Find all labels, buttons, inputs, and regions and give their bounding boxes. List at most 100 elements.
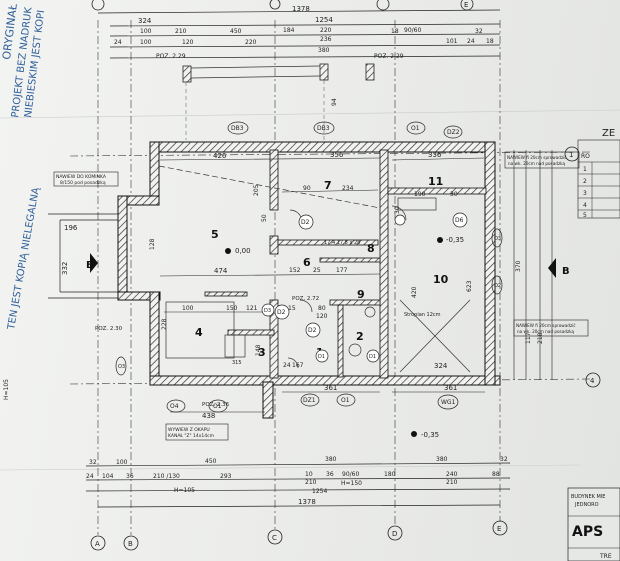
axis-label-e: E xyxy=(497,525,501,533)
window-label-o1-b: O1 xyxy=(213,403,222,410)
dim-370: 370 xyxy=(515,260,522,272)
stamp-line-5: H=105 xyxy=(3,379,10,400)
dim-bottom-9060: 90/60 xyxy=(342,471,359,478)
callout-poz-272: POZ. 2.72 xyxy=(292,296,319,302)
dim-left-332: 332 xyxy=(61,262,69,275)
title-block-ro: RO xyxy=(581,153,590,160)
left-bay xyxy=(48,213,118,299)
dim-bottom-380-a: 380 xyxy=(325,456,337,463)
window-label-db3-left: DB3 xyxy=(231,125,244,132)
title-block-jednor: JEDNORO xyxy=(574,502,599,508)
axis-label-d: D xyxy=(392,530,397,538)
window-label-o3-left: O3 xyxy=(118,364,125,370)
dim-bottom-100: 100 xyxy=(116,459,128,466)
dim-top-236: 236 xyxy=(320,36,332,43)
section-mark-right: B xyxy=(562,266,570,277)
dim-50: 50 xyxy=(261,214,268,222)
dim-234: 234 xyxy=(342,185,354,192)
dim-148: 148 xyxy=(255,344,262,356)
dim-top-101: 101 xyxy=(446,38,458,45)
window-label-wg1: WG1 xyxy=(441,399,456,406)
dim-150: 100 xyxy=(182,305,194,312)
dim-bottom-210: 210 xyxy=(305,479,317,486)
room-number-3: 3 xyxy=(258,346,266,359)
window-label-o4: O4 xyxy=(170,403,179,410)
dim-bottom-293: 293 xyxy=(220,473,232,480)
dim-top-220: 220 xyxy=(320,27,332,34)
dim-100: 120 xyxy=(316,313,328,320)
dim-bottom-1378: 1378 xyxy=(298,498,316,506)
dim-438: 438 xyxy=(202,412,215,420)
window-label-o1-c: O1 xyxy=(341,397,350,404)
dim-128: 128 xyxy=(149,238,156,250)
title-block-row-3: 3 xyxy=(583,190,587,197)
room-number-8: 8 xyxy=(367,242,375,255)
dim-top-380: 380 xyxy=(318,47,330,54)
room-number-10: 10 xyxy=(433,273,449,286)
top-openings xyxy=(227,121,463,139)
room-number-5: 5 xyxy=(211,228,219,241)
axis-label-4: 4 xyxy=(590,377,595,385)
title-block-aps: APS xyxy=(572,524,603,540)
title-block-row-5: 5 xyxy=(583,212,587,219)
room-number-6: 6 xyxy=(303,256,311,269)
dim-top-184: 184 xyxy=(283,27,295,34)
callout-stropian: Stropian 12cm xyxy=(404,312,441,318)
dim-bottom-210b: 210 xyxy=(446,479,458,486)
dim-90: 90 xyxy=(303,185,311,192)
dim-361-b: 361 xyxy=(444,384,457,392)
dim-121: 150 xyxy=(226,305,238,312)
dim-top-100: 100 xyxy=(140,28,152,35)
callout-nawiew-top-line2: na wk. 20cm nad posadzką xyxy=(508,161,566,166)
callout-poz-236: POZ. 2.36 xyxy=(202,402,230,408)
dim-228: 228 xyxy=(161,318,168,330)
callout-poz-229-right: POZ. 2.29 xyxy=(374,53,404,60)
axis-label-1: 1 xyxy=(569,151,573,159)
terrace-columns xyxy=(182,63,375,140)
dim-426: 426 xyxy=(213,152,227,160)
dim-bottom-240: 240 xyxy=(446,471,458,478)
dim-420: 420 xyxy=(411,286,418,298)
title-block-row-4: 4 xyxy=(583,202,587,209)
section-mark-left: B xyxy=(86,260,94,271)
title-block-row-2: 2 xyxy=(583,178,587,185)
callout-boxes xyxy=(53,151,589,441)
dim-315: 315 xyxy=(232,360,242,366)
dim-top-18b: 18 xyxy=(486,38,494,45)
dim-top-9060: 90/60 xyxy=(404,27,421,34)
callout-sparen: 17.4 17.8 x 28 xyxy=(324,240,360,246)
dim-bottom-24: 24 xyxy=(86,473,94,480)
dim-218: 218 xyxy=(537,332,544,344)
stamp-line-3: ORYGINAŁ xyxy=(0,2,20,60)
dim-bottom-36: 36 xyxy=(126,473,134,480)
dim-bottom-210130: 210 /130 xyxy=(153,473,180,480)
axis-label-a: A xyxy=(95,540,100,548)
callout-nawiew-top-line1: NAWIEW fi 20cm sprowadzić xyxy=(507,155,567,160)
interior-walls xyxy=(204,149,487,379)
axis-bubbles-top xyxy=(91,0,474,11)
level-minus-035-a: -0,35 xyxy=(446,236,464,244)
dim-324: 324 xyxy=(434,362,448,370)
dim-80: 15 xyxy=(288,305,296,312)
room-number-7: 7 xyxy=(324,179,332,192)
dim-bottom-104: 104 xyxy=(102,473,114,480)
window-label-o2-right: O2 xyxy=(494,283,501,289)
callout-wywiew-line1: WYWIEW Z OKAPU xyxy=(168,427,210,433)
door-label-d1-a: D1 xyxy=(318,354,325,360)
bottom-dimension-lines xyxy=(85,462,511,508)
dim-bottom-36b: 36 xyxy=(326,471,334,478)
dim-25: 25 xyxy=(313,267,321,274)
dim-bottom-h150: H=150 xyxy=(341,480,362,487)
door-label-d2-c: D2 xyxy=(308,327,317,334)
dim-top-450: 450 xyxy=(230,28,242,35)
title-block-budynek: BUDYNEK MIE xyxy=(571,494,605,500)
dim-152: 152 xyxy=(289,267,301,274)
dim-30: 30 xyxy=(450,191,458,198)
axis-bubbles-bottom xyxy=(90,520,508,551)
dim-top-1254: 1254 xyxy=(315,16,333,24)
window-label-db3-right: DB3 xyxy=(317,125,330,132)
window-label-dz2: DZ2 xyxy=(447,129,460,136)
callout-chimney-line2: 8/150 pod posadzką xyxy=(60,180,106,186)
dim-bottom-10: 10 xyxy=(305,471,313,478)
